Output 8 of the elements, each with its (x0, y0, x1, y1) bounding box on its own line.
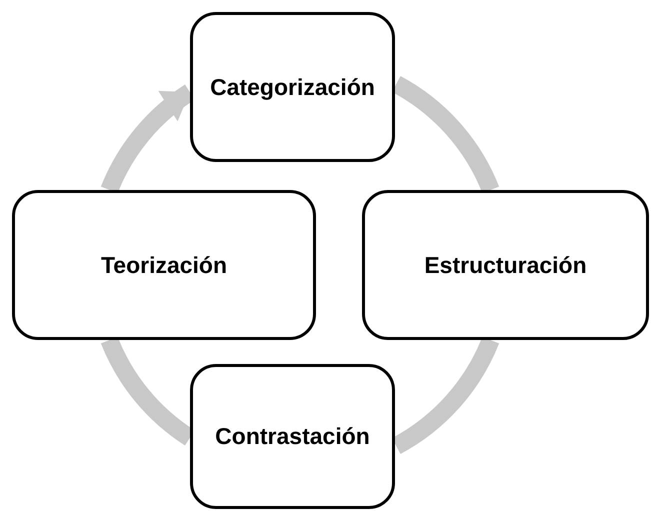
process-box (190, 364, 395, 509)
box-label: Teorización (100, 250, 228, 280)
box-label: Categorización (210, 72, 375, 102)
process-box (362, 190, 649, 340)
process-box (12, 190, 316, 340)
box-label: Contrastación (215, 422, 370, 452)
process-box (190, 12, 395, 162)
box-label: Estructuración (424, 250, 587, 280)
